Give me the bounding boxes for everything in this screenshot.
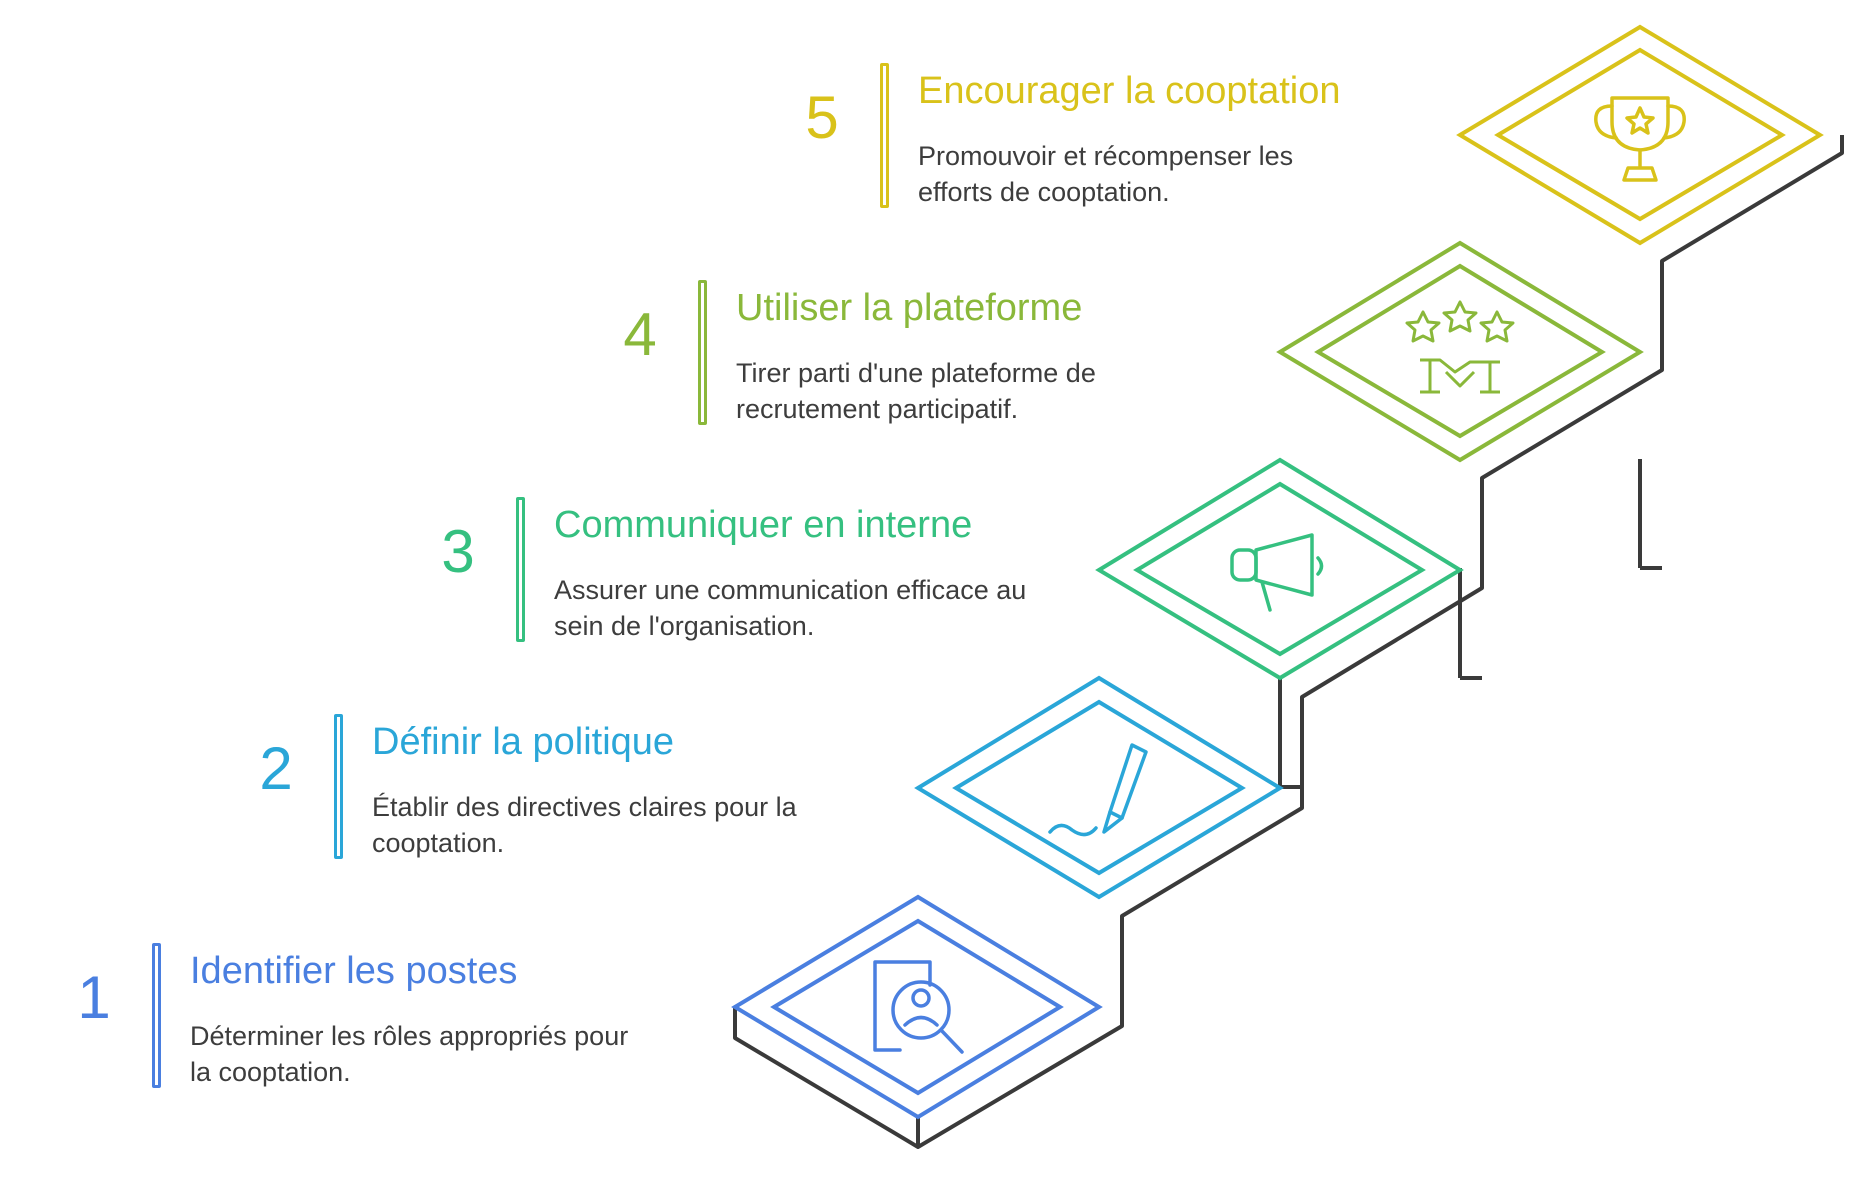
step-number: 2 — [259, 735, 293, 802]
step-number: 5 — [805, 84, 839, 151]
step-5-tile — [1456, 24, 1824, 246]
step-description: Assurer une communication efficace au se… — [554, 575, 1027, 641]
step-accent-bar — [334, 714, 343, 859]
step-description: Tirer parti d'une plateforme de recrutem… — [736, 358, 1096, 424]
step-accent-bar — [516, 497, 525, 642]
step-accent-bar — [152, 943, 161, 1088]
step-description: Promouvoir et récompenser les efforts de… — [918, 141, 1294, 207]
step-description: Établir des directives claires pour la c… — [372, 792, 797, 858]
step-2-tile — [914, 675, 1284, 900]
step-number: 4 — [623, 301, 657, 368]
step-3-tile — [1095, 457, 1464, 681]
step-accent-bar — [880, 63, 889, 208]
handshake-stars-icon — [1405, 300, 1515, 394]
step-title: Communiquer en interne — [554, 504, 973, 546]
trophy-icon — [1594, 96, 1686, 182]
step-accent-bar — [698, 280, 707, 425]
step-number: 1 — [77, 964, 111, 1031]
step-number: 3 — [441, 518, 475, 585]
step-title: Utiliser la plateforme — [736, 287, 1083, 329]
profile-search-icon — [873, 960, 964, 1054]
step-1-tile — [731, 894, 1103, 1120]
step-title: Identifier les postes — [190, 950, 518, 992]
pen-signature-icon — [1048, 743, 1148, 837]
step-description: Déterminer les rôles appropriés pour la … — [190, 1021, 629, 1087]
megaphone-icon — [1230, 533, 1324, 612]
step-title: Encourager la cooptation — [918, 70, 1341, 112]
step-title: Définir la politique — [372, 721, 675, 763]
step-4-tile — [1276, 240, 1644, 463]
